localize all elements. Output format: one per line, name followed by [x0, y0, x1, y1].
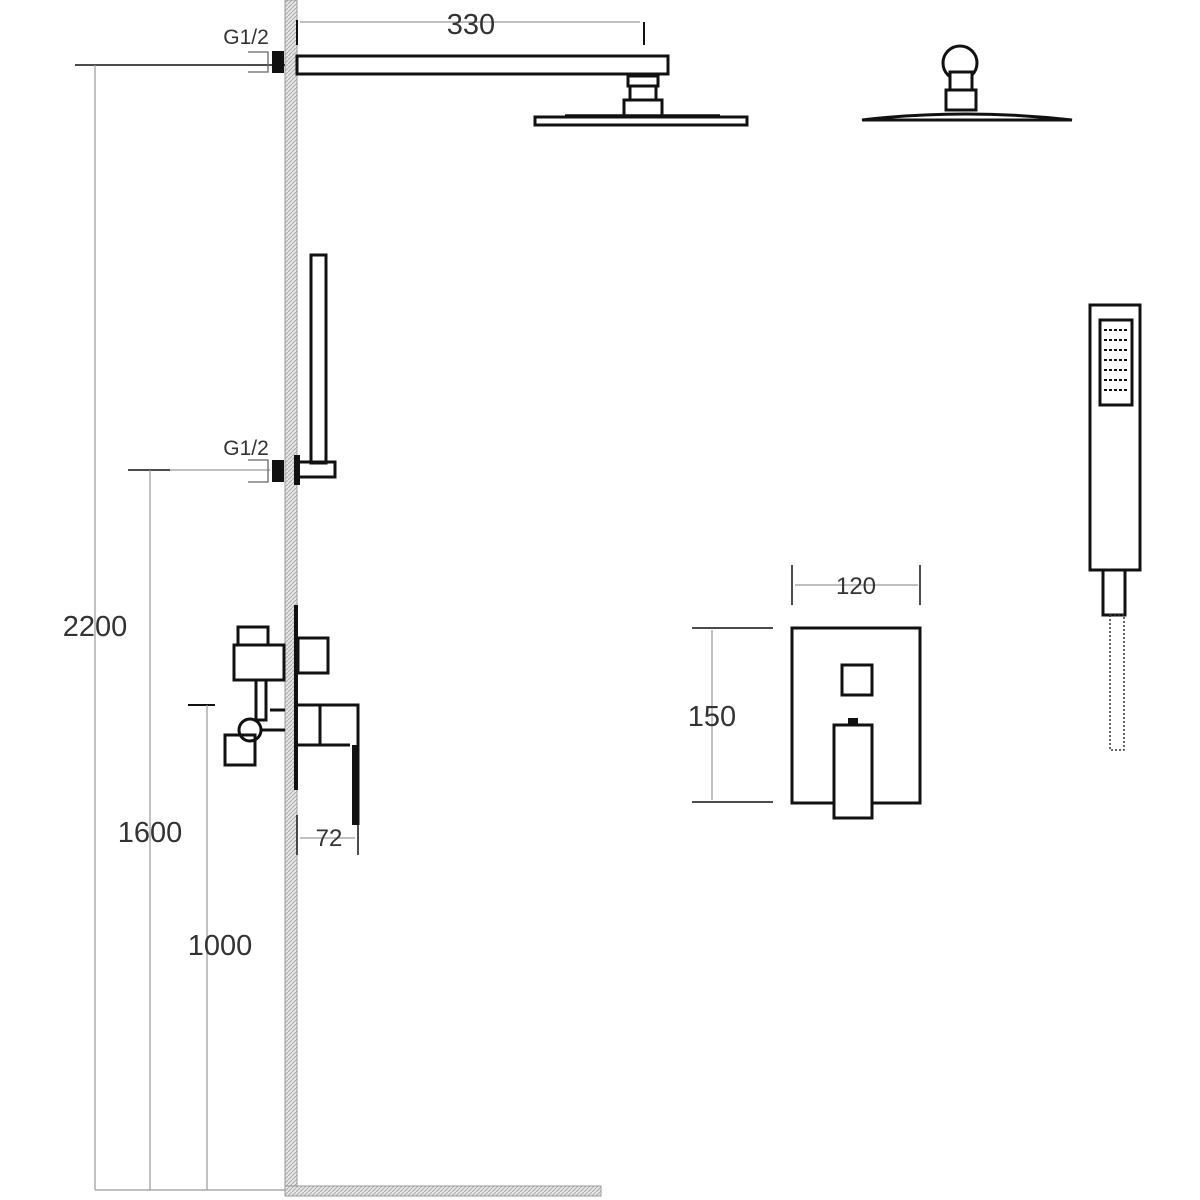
dimension-2200 [75, 64, 285, 1191]
shower-arm [295, 54, 670, 118]
wall [284, 0, 602, 1197]
dimension-330 [296, 20, 645, 45]
plate-height-label: 150 [688, 701, 736, 733]
hand-outlet-height-label: 1600 [118, 817, 183, 849]
concealed-mixer-body [223, 605, 360, 825]
dimension-150 [692, 627, 773, 803]
rain-shower-head-side [533, 114, 749, 127]
mixer-height-label: 1000 [188, 930, 253, 962]
total-height-label: 2200 [63, 611, 128, 643]
rain-shower-head-front [861, 44, 1073, 122]
plate-width-label: 120 [836, 573, 876, 600]
mixer-depth-label: 72 [316, 825, 343, 852]
dimension-120 [791, 565, 921, 605]
hand-inlet-label: G1/2 [223, 437, 269, 460]
hand-inlet-fitting [248, 459, 284, 483]
hand-shower-side [294, 253, 337, 485]
dimension-1000 [188, 704, 215, 1190]
dimension-1600 [128, 469, 270, 1190]
top-inlet-label: G1/2 [223, 26, 269, 49]
arm-length-label: 330 [447, 9, 495, 41]
hand-shower-front [1088, 303, 1142, 751]
top-inlet-fitting [248, 51, 284, 73]
cover-plate-front [790, 626, 922, 820]
